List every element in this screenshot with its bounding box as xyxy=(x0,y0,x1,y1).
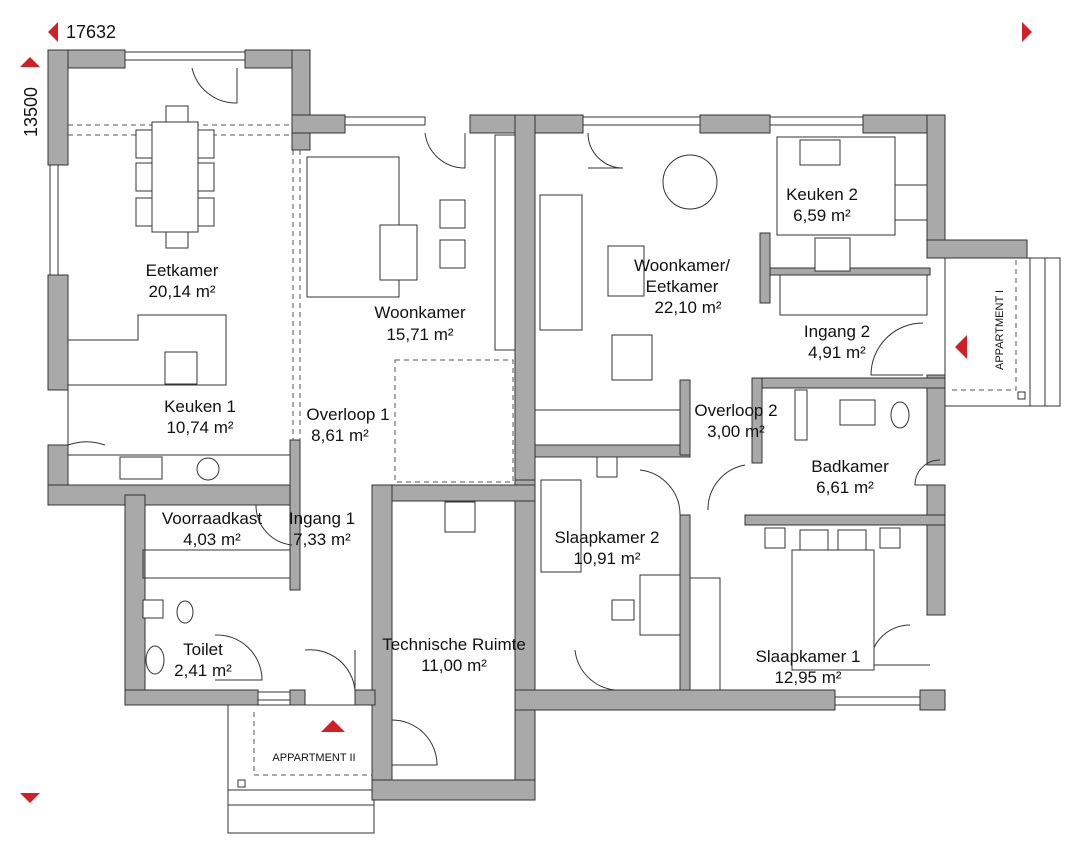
entrance-arrow-icon xyxy=(321,720,345,732)
staircase xyxy=(394,359,514,483)
room-voorraadkast: Voorraadkast 4,03 m² xyxy=(162,509,262,549)
room-eetkamer: Eetkamer 20,14 m² xyxy=(146,261,219,301)
room-toilet: Toilet 2,41 m² xyxy=(174,640,232,680)
walls xyxy=(47,49,1028,801)
apartment-2-label: APPARTMENT II xyxy=(272,752,355,764)
room-ingang-2: Ingang 2 4,91 m² xyxy=(804,322,870,362)
depth-arrow-top-icon xyxy=(20,57,40,67)
depth-dimension: 13500 xyxy=(21,87,41,137)
toilet-icon xyxy=(176,600,194,624)
svg-text:Overloop 2: Overloop 2 xyxy=(694,401,777,420)
entrance-porch-apartment-2: APPARTMENT II xyxy=(227,704,375,834)
svg-text:Overloop 1: Overloop 1 xyxy=(306,405,389,424)
room-overloop-1: Overloop 1 8,61 m² xyxy=(306,405,389,445)
width-arrow-right-icon xyxy=(1022,22,1032,42)
svg-text:11,00 m²: 11,00 m² xyxy=(421,656,487,675)
cooktop-icon xyxy=(894,184,928,221)
svg-text:2,41 m²: 2,41 m² xyxy=(174,661,232,680)
room-slaapkamer-2: Slaapkamer 2 10,91 m² xyxy=(555,528,660,568)
apartment-1-label: APPARTMENT I xyxy=(994,290,1006,370)
room-keuken-1: Keuken 1 10,74 m² xyxy=(164,397,236,437)
sink-icon xyxy=(119,456,163,480)
svg-text:4,03 m²: 4,03 m² xyxy=(183,530,241,549)
svg-text:Voorraadkast: Voorraadkast xyxy=(162,509,262,528)
washbasin-icon xyxy=(839,399,876,426)
svg-text:Keuken 2: Keuken 2 xyxy=(786,185,858,204)
svg-text:12,95 m²: 12,95 m² xyxy=(774,668,841,687)
room-woonkamer: Woonkamer 15,71 m² xyxy=(374,303,466,344)
svg-text:Badkamer: Badkamer xyxy=(811,457,889,476)
toilet-icon xyxy=(890,401,910,429)
room-keuken-2: Keuken 2 6,59 m² xyxy=(786,185,858,225)
sink-icon xyxy=(799,139,841,166)
room-woonkamer-eetkamer: Woonkamer/Eetkamer 22,10 m² xyxy=(634,256,730,317)
windows xyxy=(49,51,921,706)
furniture xyxy=(67,105,928,691)
room-slaapkamer-1: Slaapkamer 1 12,95 m² xyxy=(756,647,861,687)
svg-text:Keuken 1: Keuken 1 xyxy=(164,397,236,416)
svg-text:3,00 m²: 3,00 m² xyxy=(707,422,765,441)
svg-text:Slaapkamer 1: Slaapkamer 1 xyxy=(756,647,861,666)
svg-text:20,14 m²: 20,14 m² xyxy=(148,282,215,301)
svg-text:4,91 m²: 4,91 m² xyxy=(808,343,866,362)
svg-text:Ingang 1: Ingang 1 xyxy=(289,509,355,528)
width-arrow-left-icon xyxy=(48,22,58,42)
room-labels: Eetkamer 20,14 m² Woonkamer 15,71 m² Keuke… xyxy=(146,185,889,687)
svg-text:Ingang 2: Ingang 2 xyxy=(804,322,870,341)
doors xyxy=(67,67,941,766)
room-ingang-1: Ingang 1 7,33 m² xyxy=(289,509,355,549)
entrance-arrow-icon xyxy=(955,335,967,359)
svg-text:10,74 m²: 10,74 m² xyxy=(166,418,233,437)
svg-text:Woonkamer: Woonkamer xyxy=(374,303,466,322)
cooktop-icon xyxy=(164,351,198,385)
svg-text:7,33 m²: 7,33 m² xyxy=(293,530,351,549)
svg-text:8,61 m²: 8,61 m² xyxy=(311,426,369,445)
washbasin-icon xyxy=(145,645,165,675)
svg-text:Slaapkamer 2: Slaapkamer 2 xyxy=(555,528,660,547)
entrance-porch-apartment-1: APPARTMENT I xyxy=(944,257,1061,407)
width-dimension: 17632 xyxy=(66,22,116,42)
svg-text:22,10 m²: 22,10 m² xyxy=(654,298,721,317)
svg-text:Eetkamer: Eetkamer xyxy=(146,261,219,280)
svg-text:6,61 m²: 6,61 m² xyxy=(816,478,874,497)
room-badkamer: Badkamer 6,61 m² xyxy=(811,457,889,497)
svg-text:6,59 m²: 6,59 m² xyxy=(793,206,851,225)
svg-text:Woonkamer/Eetkamer: Woonkamer/Eetkamer xyxy=(634,256,730,296)
room-technische-ruimte: Technische Ruimte 11,00 m² xyxy=(382,635,526,675)
depth-arrow-bottom-icon xyxy=(20,793,40,803)
svg-text:Toilet: Toilet xyxy=(183,640,223,659)
svg-text:10,91 m²: 10,91 m² xyxy=(573,549,640,568)
room-overloop-2: Overloop 2 3,00 m² xyxy=(694,401,777,441)
svg-text:Technische Ruimte: Technische Ruimte xyxy=(382,635,526,654)
svg-text:15,71 m²: 15,71 m² xyxy=(386,325,453,344)
